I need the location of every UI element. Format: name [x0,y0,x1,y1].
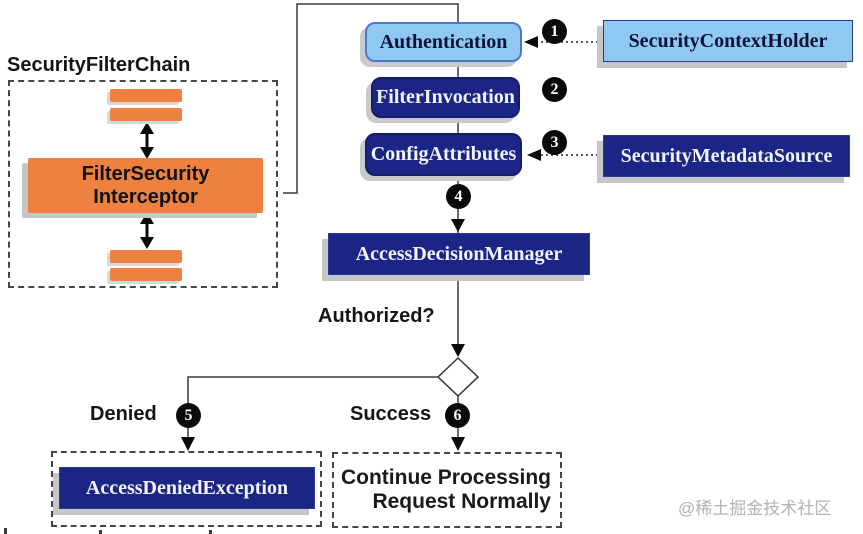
double-arrow-top [140,122,154,159]
authentication-node: Authentication [365,22,522,62]
denied-outcome-box [51,451,322,527]
arrowhead-denied [181,437,195,451]
arrowhead-success [451,437,465,451]
continue-processing-line1: Continue Processing [340,466,551,489]
access-denied-exception-node: AccessDeniedException [59,467,315,509]
watermark: @稀土掘金技术社区 [678,499,832,518]
denied-label: Denied [90,403,157,425]
filter-bar-2 [110,108,182,121]
config-attributes-node: ConfigAttributes [365,133,522,176]
security-metadata-source-node: SecurityMetadataSource [603,135,850,177]
interceptor-label-line2: Interceptor [93,185,198,208]
arrowhead-to-config-attributes [527,149,541,161]
step-1-badge: 1 [542,19,567,44]
success-label: Success [350,403,432,425]
arrowhead-to-authentication [524,36,538,48]
continue-processing-line2: Request Normally [372,490,551,513]
interceptor-label-line1: FilterSecurity [81,162,210,185]
filter-bar-3 [110,250,182,263]
filter-bar-4 [110,268,182,281]
step-3-badge: 3 [542,130,567,155]
authorized-label: Authorized? [318,305,435,327]
cropped-text-fragments [4,528,212,534]
security-filter-chain-box [8,80,278,288]
security-context-holder-node: SecurityContextHolder [603,20,853,62]
decision-diamond [436,356,480,398]
access-decision-manager-node: AccessDecisionManager [328,233,590,275]
filter-bar-1 [110,89,182,102]
arrowhead-to-diamond [451,344,465,357]
step-5-badge: 5 [176,403,201,428]
step-4-badge: 4 [446,184,471,209]
main-flow-line [283,3,459,352]
double-arrow-bottom [140,212,154,249]
step-2-badge: 2 [542,77,567,102]
filter-invocation-node: FilterInvocation [371,77,520,118]
step-6-badge: 6 [445,403,470,428]
security-filter-chain-title: SecurityFilterChain [7,54,191,76]
arrowhead-to-access-decision-manager [451,219,465,232]
filter-security-interceptor-node: FilterSecurity Interceptor [28,158,263,213]
continue-processing-node: Continue Processing Request Normally [332,452,562,528]
